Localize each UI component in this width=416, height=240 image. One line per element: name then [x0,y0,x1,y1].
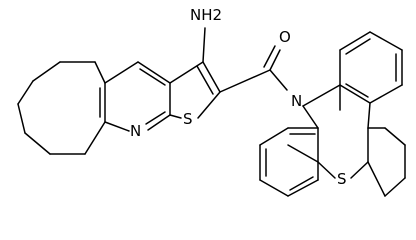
bond [17,103,26,134]
bond [317,161,336,179]
bond [259,127,289,146]
bond [339,31,371,51]
bond [345,38,371,55]
bond [339,84,371,104]
bond [147,114,171,131]
phenothiazine-sulfur-label: S [337,170,347,188]
bond [269,49,281,71]
bond [104,61,139,84]
bond [345,83,369,98]
bond [289,176,314,191]
bond [302,84,341,107]
structure-diagram: NH2 O S N N S [17,6,406,197]
carbonyl-oxygen-label: O [279,28,291,46]
bond [169,114,182,119]
phenothiazine-nitrogen-label: N [291,92,302,110]
bond [219,69,271,93]
bond [145,111,166,125]
bond [137,61,171,84]
bond [269,69,288,91]
pyridine-nitrogen-label: N [130,122,141,140]
bond [350,161,369,179]
bond [139,68,166,86]
bond [104,121,130,132]
bond [369,31,403,51]
bond [94,61,106,84]
bond [367,161,386,197]
bond-layer [17,27,406,197]
bond [302,105,319,129]
bond [202,27,206,63]
bond [384,177,406,197]
bond [24,132,51,155]
bond [202,61,221,93]
bond [17,80,34,105]
bond [169,61,204,84]
bond [367,102,371,129]
thiophene-sulfur-label: S [183,110,193,128]
bond [32,61,61,82]
amine-label: NH2 [190,6,222,24]
bond [287,144,319,163]
molecule-drawing: NH2 O S N N S [17,6,406,197]
bond [259,179,289,197]
bond [369,84,403,104]
atom-labels: NH2 O S N N S [130,6,347,188]
bond [197,91,221,119]
bond [84,121,106,155]
bond [384,127,406,146]
bond [263,45,276,68]
bond [287,179,319,197]
bond [196,65,214,95]
